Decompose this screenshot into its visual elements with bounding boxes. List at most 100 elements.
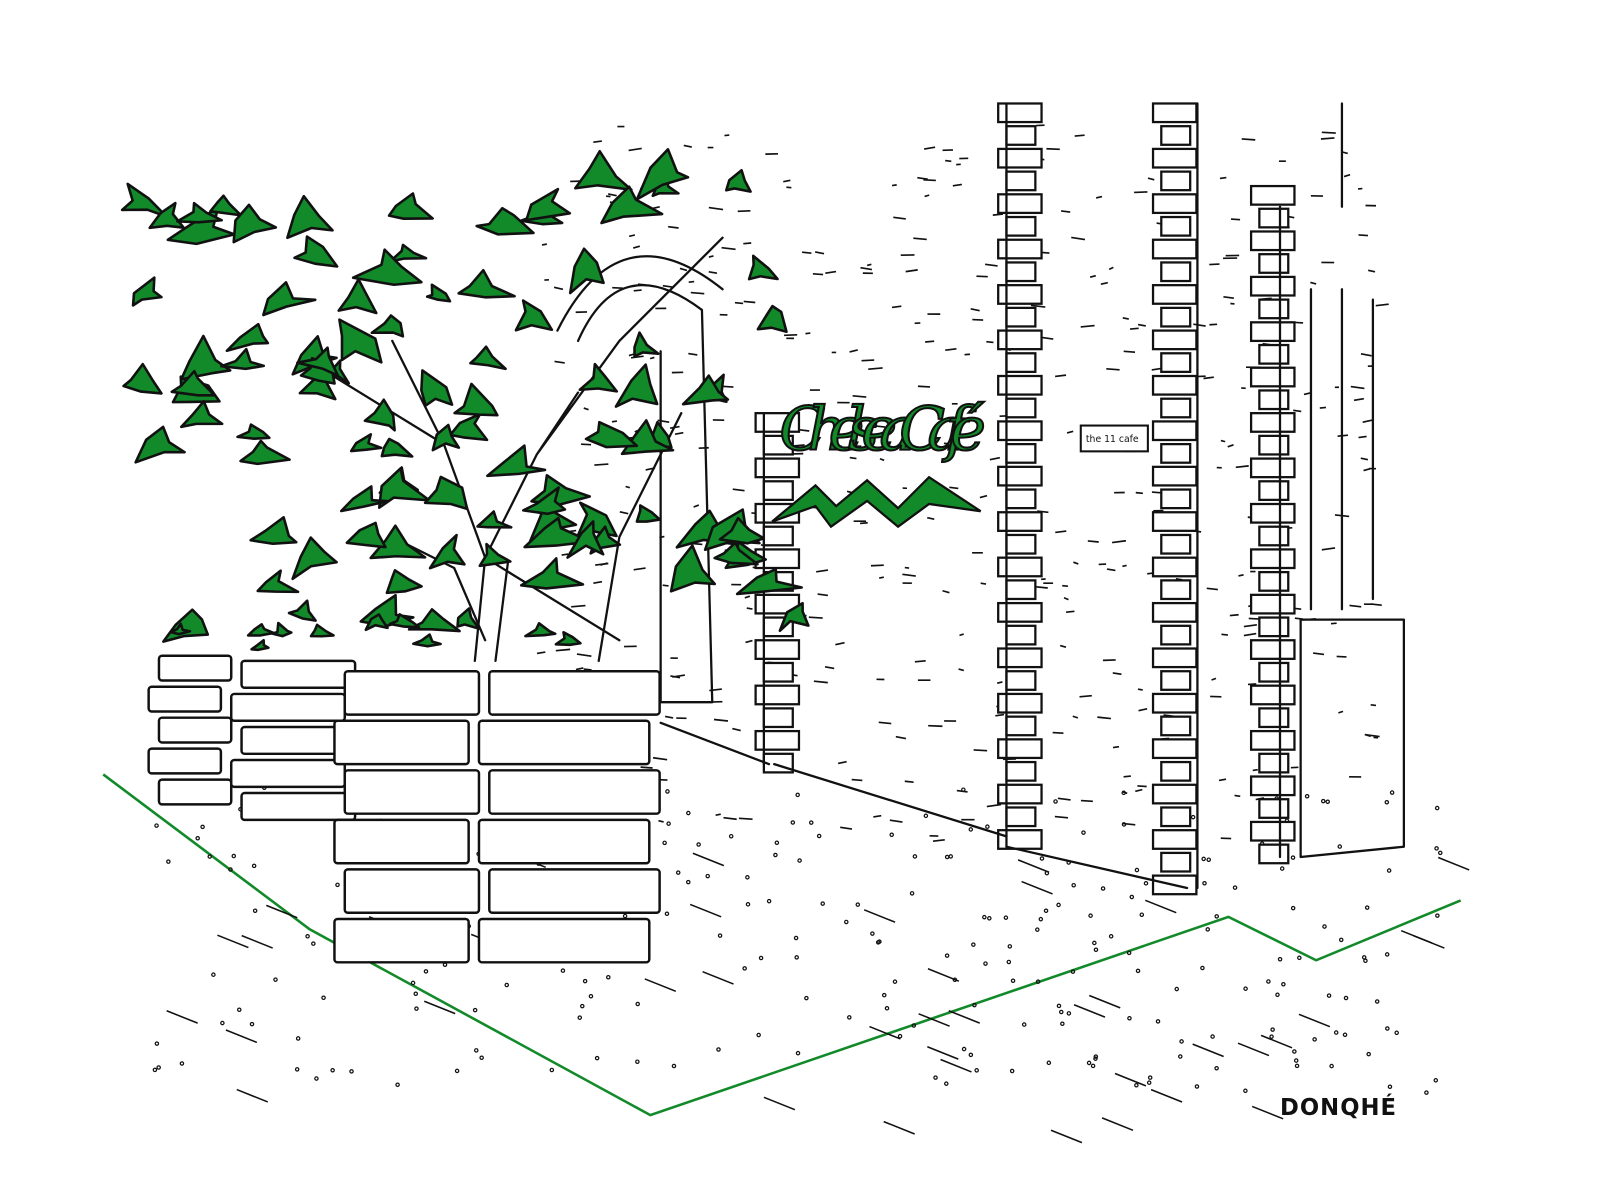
brick-mark: [813, 680, 828, 684]
pavement-dot: [1046, 1060, 1052, 1066]
pavement-dot: [1010, 978, 1016, 984]
pavement-dot: [1053, 799, 1058, 804]
brick-mark: [688, 352, 698, 356]
pavement-dot: [923, 813, 929, 819]
pavement-dot: [961, 1046, 967, 1052]
brick-mark: [980, 582, 987, 585]
brick-mark: [904, 780, 914, 783]
brick-mark: [576, 653, 592, 657]
brick-mark: [976, 275, 988, 278]
planter-plank: [477, 719, 651, 766]
brick-mark: [986, 340, 994, 344]
brick-mark: [923, 146, 936, 150]
brick-mark: [1123, 775, 1131, 778]
pavement-dot: [1201, 856, 1206, 862]
brick-mark: [913, 237, 927, 241]
pavement-dot: [974, 1068, 979, 1073]
quoin-brick: [1151, 511, 1198, 532]
brick-mark: [879, 576, 884, 579]
brick-mark: [633, 245, 641, 249]
brick-mark: [924, 194, 930, 198]
pavement-dot: [1035, 927, 1040, 932]
leaf: [431, 423, 461, 452]
pavement-dot: [1322, 924, 1327, 929]
pavement-dot: [909, 891, 915, 896]
pavement-dot: [1059, 1009, 1064, 1015]
brick-mark: [1052, 731, 1064, 735]
brick-mark: [1089, 274, 1096, 279]
pavement-stroke: [1050, 1129, 1083, 1144]
leaf: [681, 374, 730, 406]
quoin-brick: [1151, 329, 1198, 351]
pavement-stroke: [1298, 1013, 1331, 1028]
quoin-brick: [1249, 820, 1296, 842]
pavement-dot: [816, 833, 822, 839]
brick-mark: [662, 584, 669, 587]
pavement-dot: [1389, 790, 1395, 795]
brick-mark: [555, 648, 571, 652]
pavement-dot: [311, 941, 316, 946]
leaf: [363, 398, 396, 432]
planter-plank: [157, 654, 233, 682]
leaf: [478, 542, 512, 568]
brick-mark: [870, 564, 884, 567]
quoin-brick: [1249, 775, 1296, 797]
pavement-dot: [423, 969, 429, 974]
brick-mark: [649, 356, 655, 360]
leaf: [525, 187, 572, 222]
brick-mark: [959, 633, 964, 637]
leaf: [521, 486, 567, 516]
brick-mark: [917, 176, 928, 181]
pavement-dot: [983, 961, 988, 966]
pavement-dot: [745, 875, 750, 880]
quoin-brick: [1151, 193, 1198, 215]
quoin-brick: [1005, 261, 1037, 283]
brick-mark: [593, 140, 602, 143]
brick-mark: [943, 442, 957, 446]
quoin-brick: [1249, 366, 1296, 388]
quoin-brick: [1160, 579, 1192, 601]
quoin-brick: [997, 102, 1043, 124]
brick-mark: [860, 521, 868, 525]
quoin-brick: [1005, 579, 1037, 601]
pavement-stroke: [217, 934, 249, 949]
leaf: [388, 613, 421, 629]
brick-mark: [583, 668, 592, 671]
leaf: [448, 412, 489, 442]
pavement-dot: [1434, 846, 1439, 851]
brick-mark: [1310, 281, 1317, 285]
brick-mark: [715, 813, 721, 817]
quoin-brick: [997, 647, 1043, 669]
brick-mark: [612, 286, 623, 290]
quoin-brick: [1249, 230, 1296, 252]
pavement-dot: [1090, 1063, 1096, 1069]
brick-mark: [814, 251, 825, 255]
leaf: [718, 516, 766, 545]
quoin-brick: [1151, 783, 1198, 805]
quoin-brick: [1258, 752, 1290, 774]
pavement-dot: [844, 919, 849, 925]
leaf: [131, 276, 163, 307]
pavement-dot: [606, 974, 611, 980]
pavement-dot: [252, 908, 258, 914]
brick-mark: [1221, 633, 1229, 636]
pavement-dot: [1147, 1075, 1153, 1080]
quoin-brick: [1005, 488, 1037, 510]
pavement-dot: [1043, 908, 1049, 913]
pavement-dot: [1100, 886, 1106, 891]
pavement-dot: [756, 1032, 761, 1038]
brick-mark: [664, 715, 674, 719]
pavement-stroke: [927, 968, 960, 982]
quoin-brick: [1258, 570, 1290, 592]
pavement-stroke: [918, 1013, 950, 1027]
brick-mark: [1055, 374, 1067, 378]
leaf: [162, 608, 210, 643]
pavement-dot: [549, 1067, 555, 1073]
brick-mark: [674, 431, 684, 435]
brick-mark: [824, 665, 835, 670]
leaf: [370, 314, 405, 338]
brick-mark: [640, 766, 653, 769]
pavement-dot: [1205, 927, 1211, 932]
brick-mark: [1080, 799, 1093, 803]
pavement-dot: [1293, 1058, 1299, 1063]
